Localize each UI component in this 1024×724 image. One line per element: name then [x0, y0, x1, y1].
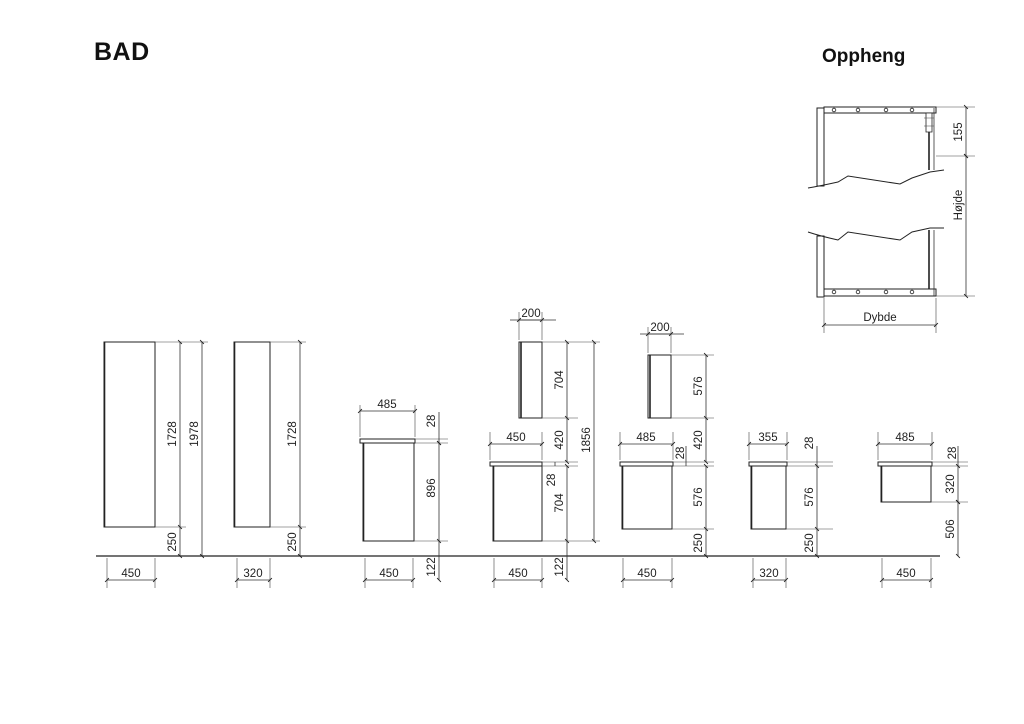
- unit-5-body: [621, 465, 673, 530]
- unit-1: 1728 250 1978 450: [103, 339, 208, 588]
- break-line-top: [807, 169, 945, 189]
- unit-2-body-height: 1728: [287, 421, 299, 447]
- unit-1-body: [103, 341, 156, 528]
- unit-7-top-width: 485: [895, 432, 914, 444]
- unit-6: 355 28 576 250 320: [746, 432, 833, 588]
- unit-5-wall-depth: 200: [650, 322, 669, 334]
- unit-4-base-height: 704: [554, 493, 566, 513]
- unit-5-top-width: 485: [636, 432, 655, 444]
- unit-5-top: [619, 461, 674, 467]
- unit-4-overall: 1856: [581, 427, 593, 453]
- top-panel: [823, 106, 937, 114]
- unit-7-top-thickness: 28: [947, 447, 959, 460]
- unit-4-plinth: 122: [554, 557, 566, 576]
- unit-4-top-thickness: 28: [546, 474, 558, 487]
- unit-5-gap: 420: [693, 430, 705, 449]
- unit-1-total-height: 1978: [189, 421, 201, 447]
- unit-7-top: [877, 461, 933, 467]
- unit-6-height: 576: [804, 487, 816, 506]
- detail-depth-label: Dybde: [863, 312, 896, 324]
- unit-3-top: [359, 438, 416, 444]
- unit-4-top: [489, 461, 543, 467]
- unit-7-width: 450: [896, 568, 915, 580]
- unit-2-body: [233, 341, 271, 528]
- unit-4-wall-depth: 200: [521, 308, 540, 320]
- break-line-bottom: [807, 227, 944, 241]
- unit-6-plinth: 250: [804, 533, 816, 552]
- unit-6-top-thickness: 28: [804, 437, 816, 450]
- page-title: BAD: [94, 38, 150, 66]
- unit-2-width: 320: [243, 568, 262, 580]
- unit-5-top-thickness: 28: [675, 447, 687, 460]
- unit-3-top-thickness: 28: [426, 415, 438, 428]
- unit-4: 200 450 704 420 28 704 122 1856 450: [487, 308, 600, 588]
- unit-4-wall-cabinet: [518, 341, 543, 419]
- detail-title: Oppheng: [822, 46, 906, 67]
- unit-1-plinth: 250: [167, 532, 179, 551]
- detail-height-label: Højde: [953, 190, 965, 221]
- wall-panel: [816, 107, 825, 187]
- unit-4-body: [492, 465, 543, 542]
- unit-3-plinth: 122: [426, 557, 438, 576]
- unit-5-wall-cabinet: [647, 354, 672, 419]
- unit-4-width: 450: [508, 568, 527, 580]
- hanging-detail: 155 Højde Dybde: [807, 104, 975, 333]
- unit-6-body: [750, 465, 787, 530]
- bottom-panel: [823, 288, 937, 297]
- unit-2-plinth: 250: [287, 532, 299, 551]
- unit-5-base-height: 576: [693, 487, 705, 506]
- unit-7-floor-gap: 506: [945, 519, 957, 538]
- hanging-bracket: [925, 112, 933, 133]
- unit-6-width: 320: [759, 568, 778, 580]
- unit-5-wall-height: 576: [693, 376, 705, 395]
- unit-4-gap: 420: [554, 430, 566, 449]
- detail-top-offset: 155: [953, 122, 965, 141]
- unit-7-body: [880, 465, 932, 503]
- unit-2: 1728 250 320: [233, 339, 306, 588]
- unit-5: 200 485 576 420 28 576 250 450: [617, 322, 714, 588]
- unit-5-plinth: 250: [693, 533, 705, 552]
- unit-5-width: 450: [637, 568, 656, 580]
- unit-4-wall-height: 704: [554, 370, 566, 390]
- unit-6-top: [748, 461, 788, 467]
- unit-4-top-width: 450: [506, 432, 525, 444]
- unit-3-height: 896: [426, 478, 438, 497]
- unit-3-body: [362, 442, 415, 542]
- unit-7: 485 28 320 506 450: [875, 432, 968, 588]
- unit-3-top-width: 485: [377, 399, 396, 411]
- unit-7-height: 320: [945, 474, 957, 493]
- unit-1-width: 450: [121, 568, 140, 580]
- unit-6-top-width: 355: [758, 432, 777, 444]
- unit-1-body-height: 1728: [167, 421, 179, 447]
- unit-3: 485 28 896 122 450: [357, 399, 448, 588]
- unit-3-width: 450: [379, 568, 398, 580]
